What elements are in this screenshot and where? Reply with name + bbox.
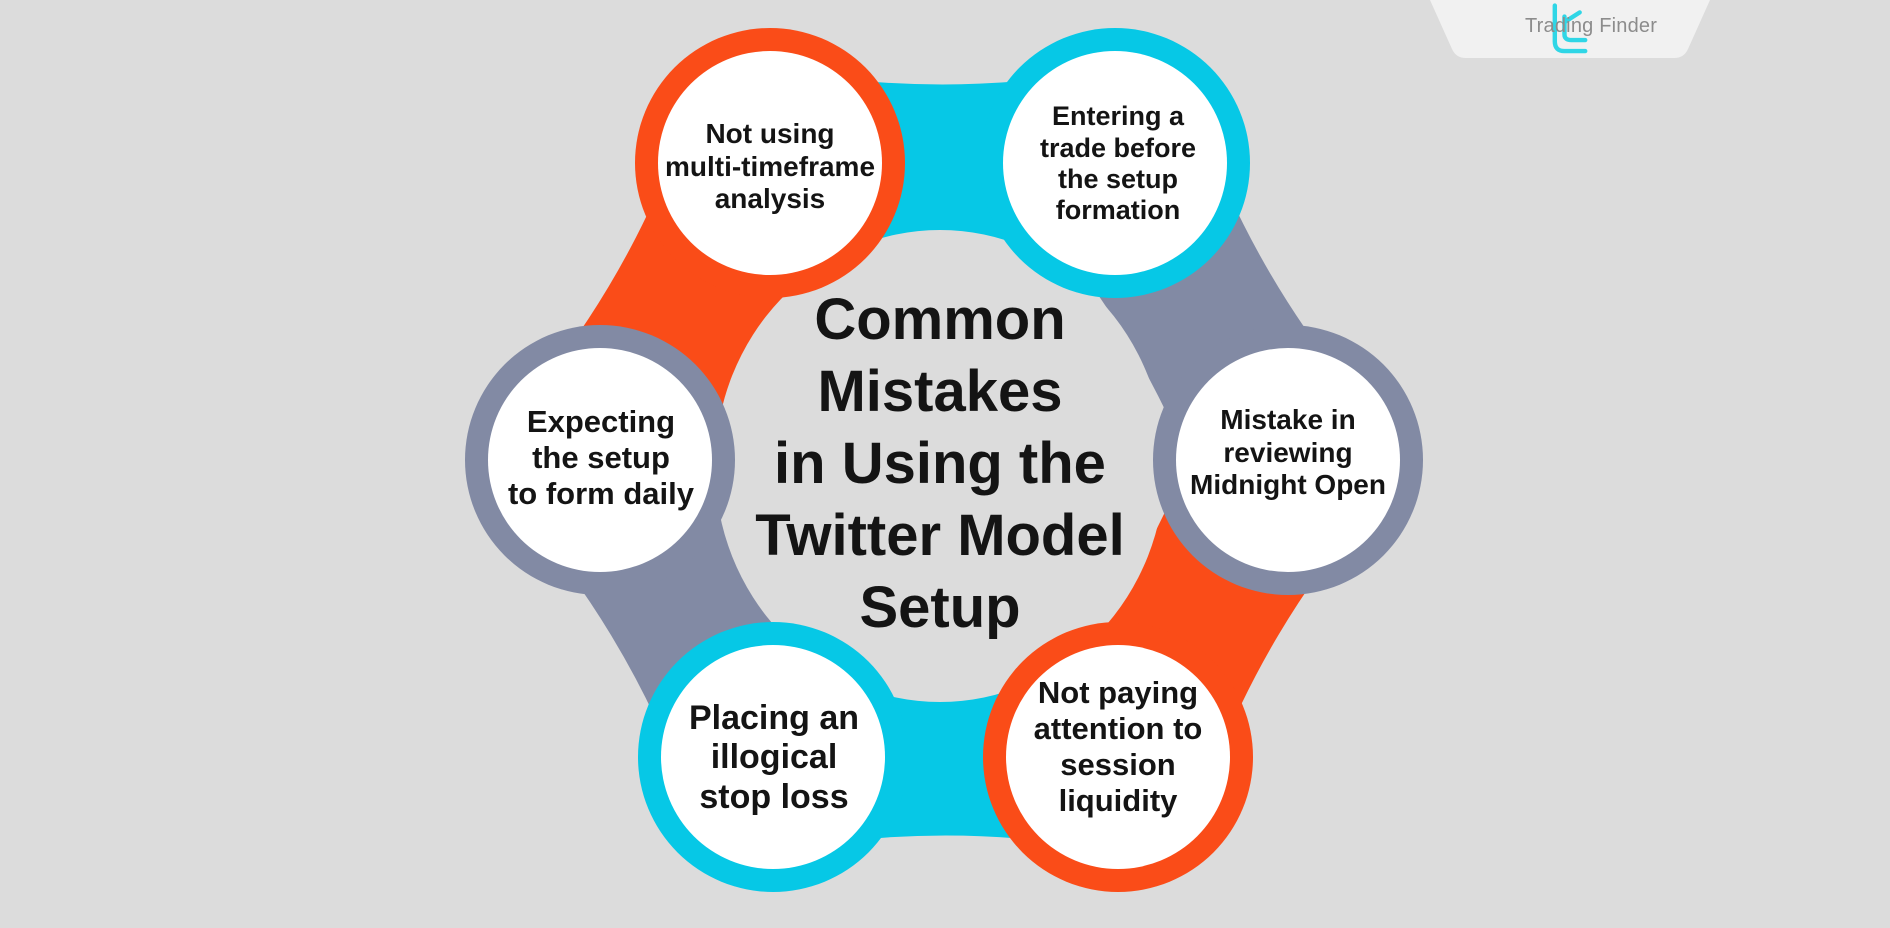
node-label-early-entry: Entering a trade before the setup format… xyxy=(1039,101,1197,226)
logo-tab-shape xyxy=(1430,0,1710,58)
node-disc-midnight-open xyxy=(1176,348,1400,572)
node-disc-stop-loss xyxy=(661,645,885,869)
center-hub xyxy=(715,230,1165,702)
brand-name: Trading Finder xyxy=(1525,15,1658,37)
node-label-daily-setup: Expecting the setup to form daily xyxy=(507,404,694,511)
node-disc-session-liquidity xyxy=(1006,645,1230,869)
trading-finder-logo-icon xyxy=(1552,3,1588,54)
diagram-title: Common Mistakes in Using the Twitter Mod… xyxy=(755,287,1125,640)
node-disc-multi-timeframe xyxy=(658,51,882,275)
node-disc-daily-setup xyxy=(488,348,712,572)
node-disc-early-entry xyxy=(1003,51,1227,275)
brand-logo-tab[interactable]: Trading Finder xyxy=(1430,0,1710,58)
node-label-midnight-open: Mistake in reviewing Midnight Open xyxy=(1190,404,1386,501)
node-label-session-liquidity: Not paying attention to session liquidit… xyxy=(1033,675,1203,818)
node-label-multi-timeframe: Not using multi-timeframe analysis xyxy=(664,118,876,215)
node-label-stop-loss: Placing an illogical stop loss xyxy=(688,698,860,816)
node-rings xyxy=(465,28,1423,892)
